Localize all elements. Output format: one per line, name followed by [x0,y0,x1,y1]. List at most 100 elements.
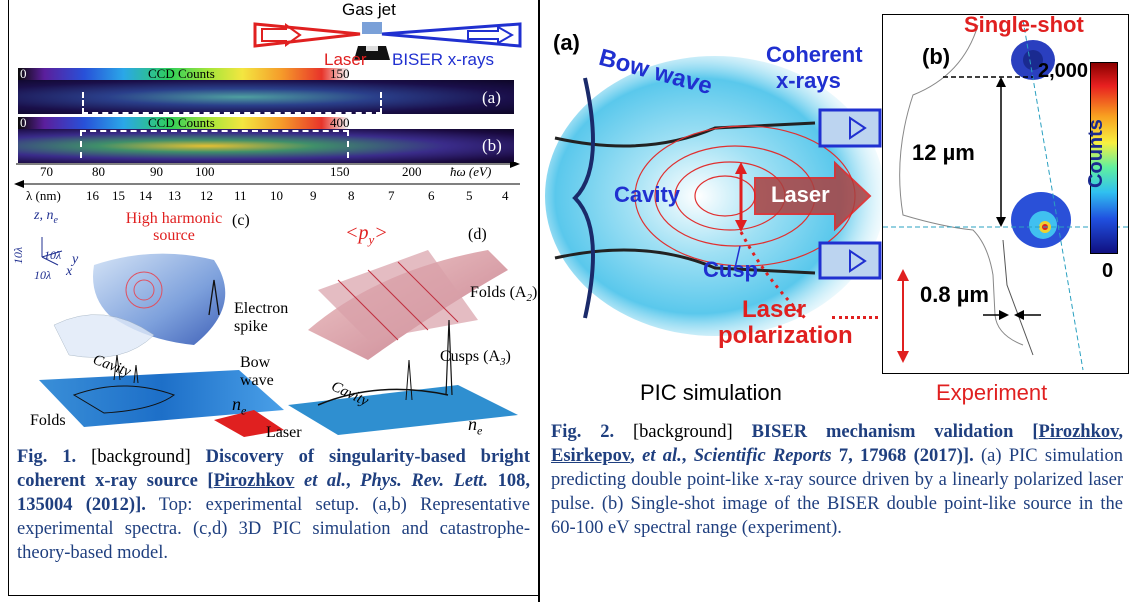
wl-tick-13: 13 [168,188,181,203]
wl-tick-12: 12 [200,188,213,203]
energy-tick-80: 80 [92,164,105,179]
laser-label: Laser [324,50,367,69]
fig2-etal: et al. [642,446,682,466]
laser-label-c: Laser [266,424,302,441]
pic-simulation-label: PIC simulation [640,380,782,405]
folds-a2-label: Folds (A2) [470,284,538,305]
spectrum-b-panel-label: (b) [482,136,502,155]
energy-tick-90: 90 [150,164,163,179]
experiment-frame [882,14,1129,374]
energy-tick-100: 100 [195,164,215,179]
fig1-journal: Phys. Rev. Lett. [360,471,489,491]
energy-axis-unit: ħω (eV) [450,164,492,179]
energy-axis [16,162,520,168]
axes-10l0-y: 10λ [44,248,62,262]
biser-label: BISER x-rays [392,50,495,69]
fig2-title: BISER mechanism validation [ [751,422,1039,442]
fig1-title: Discovery of singularity-based bright co… [17,447,530,491]
spectrum-a-image [18,80,514,114]
laser-pol-label-1: Laser [742,296,807,323]
cusps-a3-label: Cusps (A3) [440,348,511,369]
axes-x: x [66,264,73,279]
wavelength-axis-label: λ (nm) [26,188,61,203]
energy-tick-200: 200 [402,164,422,179]
fig2-journal: Scientific Reports [693,446,832,466]
colorbar-b [18,117,348,129]
py-label: <py> [345,222,388,247]
width-label: 0.8 µm [920,282,989,307]
separation-label: 12 µm [912,140,975,165]
wl-tick-11: 11 [234,188,247,203]
fig2-number: Fig. 2. [551,422,615,442]
wl-tick-9: 9 [310,188,317,203]
wl-tick-10: 10 [270,188,283,203]
panel-a-label: (a) [553,30,580,55]
axes-10l0-x: 10λ [34,268,52,282]
single-shot-label: Single-shot [964,12,1084,37]
experiment-image [883,19,1128,371]
counts-colorbar [1090,62,1118,254]
gas-jet-label: Gas jet [342,0,396,19]
colorbar-b-min: 0 [20,115,27,130]
colorbar-a-max: 150 [330,66,350,81]
fig1-body: Top: experimental setup. (a,b) Represent… [17,495,530,563]
wl-tick-5: 5 [466,188,473,203]
experiment-label: Experiment [936,380,1048,405]
coherent-label: Coherent [766,42,863,67]
fig2-author2-link[interactable]: Esirkepov [551,446,631,466]
counts-axis-label: Counts [1084,119,1107,188]
axes-y: y [72,252,79,267]
spectrum-a-panel-label: (a) [482,88,501,107]
spectrum-b-highlight [80,130,349,158]
axes-10l0-z: 10λ [11,246,26,265]
max-count-label: 2,000 [1038,60,1089,82]
fig2-bg: [background] [633,422,733,442]
panel-d-label: (d) [468,226,487,243]
electron-spike-label: Electron spike [234,300,289,335]
cavity-label-2: Cavity [614,182,681,207]
fig1-ref: 108, 135004 (2012)]. [17,471,530,515]
wl-tick-7: 7 [388,188,395,203]
energy-tick-150: 150 [330,164,350,179]
fig1-author-link[interactable]: Pirozhkov [213,471,295,491]
axes-z-ne: z, ne [34,208,58,226]
fig1-frame-bottom [8,595,539,596]
colorbar-a-label: CCD Counts [148,66,215,81]
fig1-bg: [background] [91,447,191,467]
laser-arrow-label: Laser [771,182,830,207]
setup-schematic [253,22,522,60]
wl-tick-6: 6 [428,188,435,203]
hh-source-label: High harmonic source [125,210,223,244]
pic-simulation-image [545,56,885,336]
ne-label-c: ne [232,394,247,418]
wl-tick-15: 15 [112,188,125,203]
wavelength-axis [14,180,520,188]
panel-divider [538,0,540,602]
colorbar-a-min: 0 [20,66,27,81]
wl-tick-14: 14 [139,188,152,203]
panel-b-label: (b) [922,44,951,69]
fig2-author1-link[interactable]: Pirozhkov [1038,422,1119,442]
colorbar-b-max: 400 [330,115,350,130]
fig1-caption: Fig. 1. [background] Discovery of singul… [17,447,530,563]
xrays-label: x-rays [776,68,841,93]
panel-c-label: (c) [232,212,250,229]
spectrum-a-highlight [82,92,382,114]
panel-d-illustration [288,250,518,435]
min-count-label: 0 [1102,260,1114,282]
spectrum-b-image [18,129,514,163]
colorbar-b-label: CCD Counts [148,115,215,130]
folds-label-c: Folds [30,412,66,429]
cusp-label: Cusp [703,257,758,282]
fig1-frame-left [8,0,9,596]
bow-wave-label: Bow wave [240,354,274,389]
ne-label-d: ne [468,414,483,438]
wl-tick-4: 4 [502,188,509,203]
laser-pol-pointer [832,316,878,319]
fig2-caption: Fig. 2. [background] BISER mechanism val… [551,422,1124,538]
panel-c-illustration [39,237,284,437]
fig2-ref: 7, 17968 (2017)]. [838,446,974,466]
fig1-etal: et al. [304,471,346,491]
fig1-number: Fig. 1. [17,447,77,467]
colorbar-a [18,68,348,80]
